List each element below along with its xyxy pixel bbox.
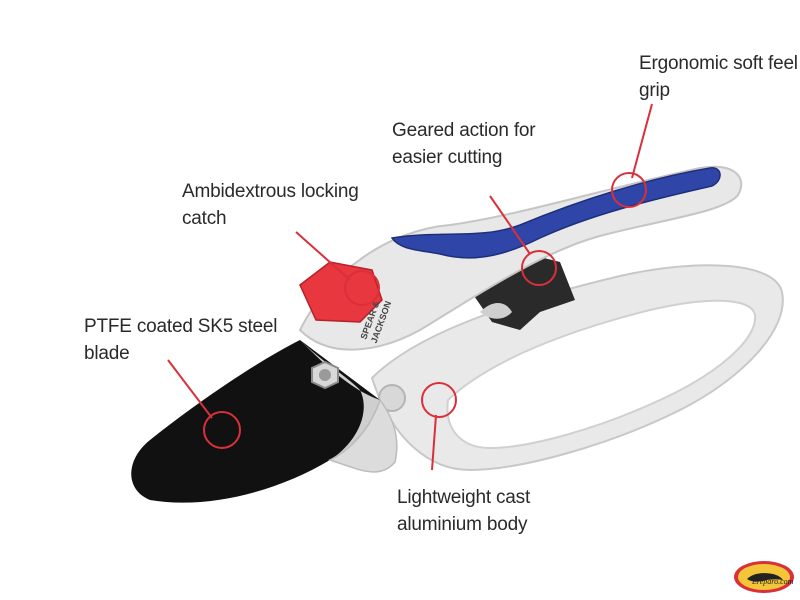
blade-marker-circle bbox=[203, 411, 241, 449]
callout-body-line1: Lightweight cast bbox=[397, 487, 531, 508]
geared-leader-line bbox=[489, 195, 531, 255]
callout-catch-line2: catch bbox=[182, 208, 227, 229]
callout-grip-line2: grip bbox=[639, 80, 670, 101]
callout-grip: Ergonomic soft feel grip bbox=[639, 50, 798, 104]
pivot-bolt bbox=[311, 360, 339, 390]
callout-geared-line2: easier cutting bbox=[392, 147, 503, 168]
callout-geared-line1: Geared action for bbox=[392, 120, 536, 141]
watermark-logo bbox=[734, 561, 794, 593]
callout-blade-line2: blade bbox=[84, 343, 130, 364]
callout-markers bbox=[167, 103, 653, 471]
grip-marker-circle bbox=[611, 172, 647, 208]
body-leader-line bbox=[431, 414, 437, 471]
catch-leader-line bbox=[295, 231, 351, 281]
catch-marker-circle bbox=[344, 270, 380, 306]
callout-blade-line1: PTFE coated SK5 steel bbox=[84, 316, 278, 337]
geared-marker-circle bbox=[521, 250, 557, 286]
callout-geared: Geared action for easier cutting bbox=[392, 117, 536, 171]
callout-body: Lightweight cast aluminium body bbox=[397, 484, 530, 538]
callout-catch: Ambidextrous locking catch bbox=[182, 178, 359, 232]
body-marker-circle bbox=[421, 382, 457, 418]
blade-leader-line bbox=[167, 359, 213, 419]
callout-grip-line1: Ergonomic soft feel bbox=[639, 53, 798, 74]
callout-catch-line1: Ambidextrous locking bbox=[182, 181, 359, 202]
callout-body-line2: aluminium body bbox=[397, 514, 528, 535]
upper-handle bbox=[298, 165, 743, 351]
watermark-text: Ereparo.com bbox=[752, 577, 794, 586]
callout-blade: PTFE coated SK5 steel blade bbox=[84, 313, 277, 367]
grip-leader-line bbox=[631, 103, 653, 179]
soft-grip bbox=[390, 167, 721, 259]
